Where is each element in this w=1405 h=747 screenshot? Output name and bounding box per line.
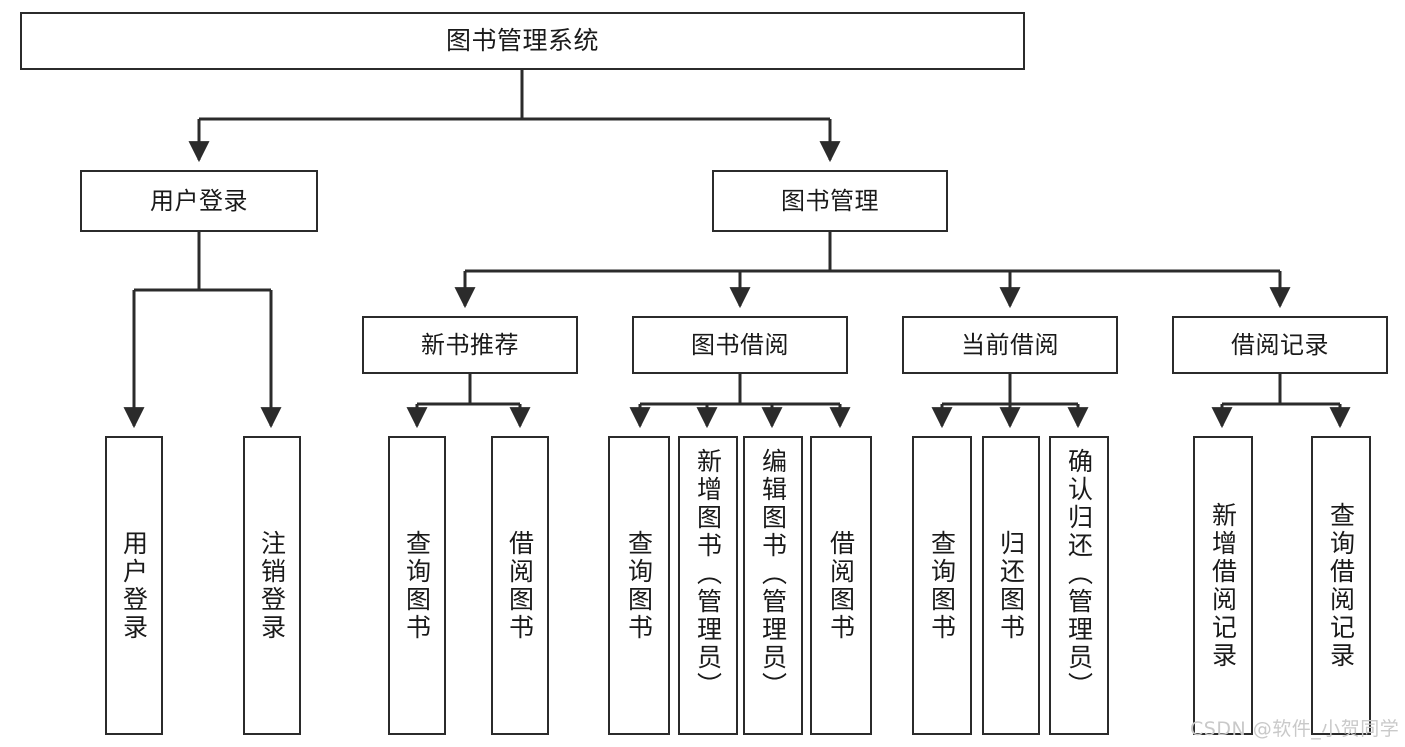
node-label: 编辑图书（管理员）: [758, 448, 788, 700]
node-label: 查询图书: [624, 529, 654, 642]
node-book-management[interactable]: 图书管理: [712, 170, 948, 232]
node-borrow-record[interactable]: 借阅记录: [1172, 316, 1388, 374]
node-leaf-add-book-admin[interactable]: 新增图书（管理员）: [678, 436, 738, 735]
node-leaf-borrow-book-recommend[interactable]: 借阅图书: [491, 436, 549, 735]
node-leaf-query-borrow-record[interactable]: 查询借阅记录: [1311, 436, 1371, 735]
node-label: 归还图书: [996, 529, 1026, 642]
node-label: 借阅图书: [826, 529, 856, 642]
node-leaf-logout[interactable]: 注销登录: [243, 436, 301, 735]
node-label: 查询图书: [927, 529, 957, 642]
node-label: 确认归还（管理员）: [1064, 448, 1094, 700]
node-leaf-borrow-book[interactable]: 借阅图书: [810, 436, 872, 735]
node-leaf-query-book-current[interactable]: 查询图书: [912, 436, 972, 735]
csdn-watermark: CSDN @软件_小贺同学: [1190, 718, 1400, 740]
node-leaf-confirm-return-admin[interactable]: 确认归还（管理员）: [1049, 436, 1109, 735]
node-label: 新增图书（管理员）: [693, 448, 723, 700]
node-label: 注销登录: [257, 529, 287, 642]
node-current-borrow[interactable]: 当前借阅: [902, 316, 1118, 374]
node-label: 图书管理: [781, 186, 879, 215]
node-label: 当前借阅: [961, 330, 1059, 359]
node-label: 查询借阅记录: [1326, 501, 1356, 670]
node-leaf-add-borrow-record[interactable]: 新增借阅记录: [1193, 436, 1253, 735]
node-leaf-query-book-recommend[interactable]: 查询图书: [388, 436, 446, 735]
node-new-book-recommend[interactable]: 新书推荐: [362, 316, 578, 374]
node-book-borrow[interactable]: 图书借阅: [632, 316, 848, 374]
node-user-login[interactable]: 用户登录: [80, 170, 318, 232]
node-label: 用户登录: [150, 186, 248, 215]
node-label: 用户登录: [119, 529, 149, 642]
node-label: 图书借阅: [691, 330, 789, 359]
node-label: 借阅记录: [1231, 330, 1329, 359]
node-label: 借阅图书: [505, 529, 535, 642]
node-leaf-user-login[interactable]: 用户登录: [105, 436, 163, 735]
node-leaf-query-book-borrow[interactable]: 查询图书: [608, 436, 670, 735]
node-label: 查询图书: [402, 529, 432, 642]
node-leaf-edit-book-admin[interactable]: 编辑图书（管理员）: [743, 436, 803, 735]
node-root-book-management-system[interactable]: 图书管理系统: [20, 12, 1025, 70]
node-leaf-return-book[interactable]: 归还图书: [982, 436, 1040, 735]
node-label: 新增借阅记录: [1208, 501, 1238, 670]
node-label: 新书推荐: [421, 330, 519, 359]
node-label: 图书管理系统: [445, 26, 599, 56]
